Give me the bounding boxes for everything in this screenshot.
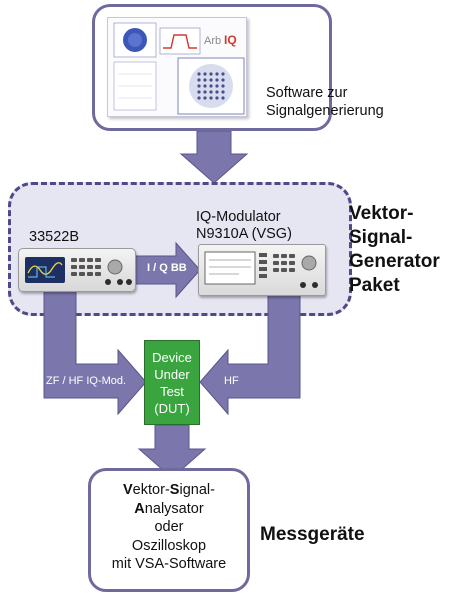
dut-box: Device Under Test (DUT) <box>144 340 200 425</box>
awg-model-label: 33522B <box>29 229 79 245</box>
logo-suffix: IQ <box>224 33 237 47</box>
iq-modulator-model: N9310A (VSG) <box>196 226 292 242</box>
zf-hf-label: ZF / HF IQ-Mod. <box>46 375 127 387</box>
analyzer-line4: Oszilloskop <box>131 537 207 554</box>
package-label-line4: Paket <box>349 275 400 296</box>
software-caption: Software zur Signalgenerierung <box>266 84 436 120</box>
software-to-package-arrow <box>179 130 249 184</box>
vsg-front-panel <box>204 251 318 288</box>
iq-bb-label: I / Q BB <box>147 262 187 274</box>
awg-33522b-instrument <box>18 248 136 292</box>
package-label-line1: Vektor- <box>349 203 414 224</box>
analyzer-line1: Vektor-Signal- <box>122 482 215 498</box>
software-caption-line1: Software zur <box>266 85 348 101</box>
measurement-devices-label: Messgeräte <box>260 524 365 545</box>
dut-line3: Test <box>160 384 184 399</box>
hf-label: HF <box>224 375 239 387</box>
awg-to-dut-arrow <box>43 289 147 416</box>
software-screenshot: Arb IQ <box>107 17 247 117</box>
dut-line4: (DUT) <box>154 401 190 416</box>
logo-prefix: Arb <box>204 35 221 47</box>
software-caption-line2: Signalgenerierung <box>266 103 384 119</box>
analyzer-line2: Analysator <box>134 500 204 517</box>
dut-line1: Device <box>152 350 192 365</box>
package-label-line2: Signal- <box>349 227 413 248</box>
analyzer-line5: mit VSA-Software <box>111 556 227 572</box>
software-box: Arb IQ <box>92 4 332 131</box>
arbiq-logo: Arb IQ <box>204 33 237 47</box>
iq-modulator-label: IQ-Modulator <box>196 209 281 225</box>
awg-front-panel <box>25 257 132 285</box>
dut-line2: Under <box>154 367 190 382</box>
dut-to-analyzer-arrow <box>137 424 207 479</box>
analyzer-box: Vektor-Signal- Analysator oder Oszillosk… <box>88 468 250 592</box>
package-label: Vektor- Signal- Generator Paket <box>349 202 449 298</box>
package-label-line3: Generator <box>349 251 440 272</box>
vsg-to-dut-arrow <box>199 293 301 416</box>
iq-bb-arrow <box>133 241 201 299</box>
analyzer-line3: oder <box>154 519 184 535</box>
n9310a-vsg-instrument <box>198 244 326 296</box>
software-screenshot-graphic: Arb IQ <box>108 18 246 116</box>
